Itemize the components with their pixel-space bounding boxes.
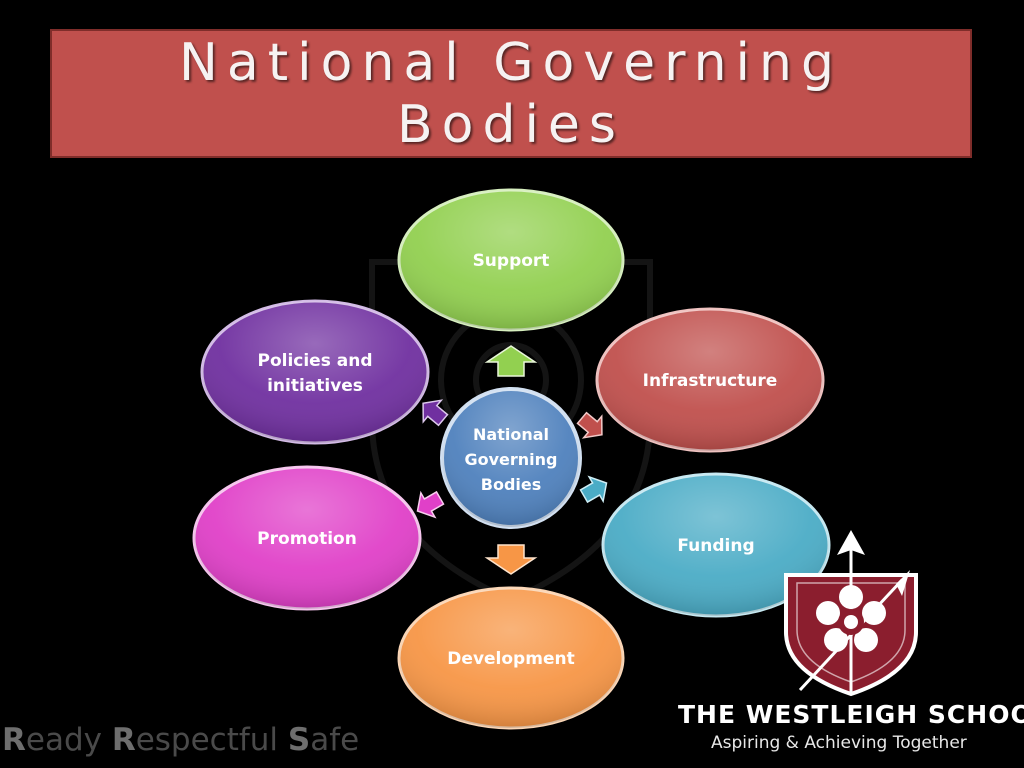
node-center: National Governing Bodies — [440, 387, 582, 529]
motto-cap-2: R — [111, 722, 136, 758]
arrow-to-funding-icon — [579, 475, 608, 504]
node-support: Support — [397, 188, 625, 332]
center-label-line-3: Bodies — [481, 475, 542, 494]
node-label-support: Support — [473, 251, 550, 271]
node-label-policies-line-2: initiatives — [267, 376, 363, 396]
arrow-to-development-icon — [484, 544, 538, 575]
node-policies: Policies and initiatives — [200, 299, 430, 445]
title-line-2: Bodies — [396, 94, 626, 155]
motto-cap-3: S — [287, 722, 311, 758]
node-label-policies-line-1: Policies and — [257, 351, 372, 371]
motto-word-1: eady — [25, 722, 112, 758]
node-label-infrastructure: Infrastructure — [643, 371, 778, 391]
node-label-promotion: Promotion — [257, 529, 357, 549]
node-label-funding: Funding — [677, 536, 754, 556]
motto-word-2: espectful — [135, 722, 288, 758]
center-label-line-2: Governing — [464, 450, 557, 469]
node-development: Development — [397, 586, 625, 730]
school-crest-icon — [784, 530, 918, 697]
arrow-to-policies-icon — [422, 399, 449, 427]
school-name: THE WESTLEIGH SCHOOL — [678, 700, 1024, 729]
node-funding: Funding — [601, 472, 831, 618]
school-motto: Ready Respectful Safe — [2, 722, 359, 758]
school-tagline: Aspiring & Achieving Together — [711, 733, 967, 753]
motto-word-3: afe — [310, 722, 360, 758]
arrow-to-promotion-icon — [416, 490, 445, 519]
connector-arrows — [416, 345, 608, 575]
node-promotion: Promotion — [192, 465, 422, 611]
title-line-1: National Governing — [179, 32, 843, 93]
arrow-to-infrastructure-icon — [576, 411, 603, 439]
node-label-development: Development — [447, 649, 574, 669]
node-infrastructure: Infrastructure — [595, 307, 825, 453]
center-label-line-1: National — [473, 425, 549, 444]
arrow-to-support-icon — [484, 345, 538, 377]
motto-cap-1: R — [2, 722, 26, 758]
title-banner: National Governing Bodies — [50, 29, 972, 158]
